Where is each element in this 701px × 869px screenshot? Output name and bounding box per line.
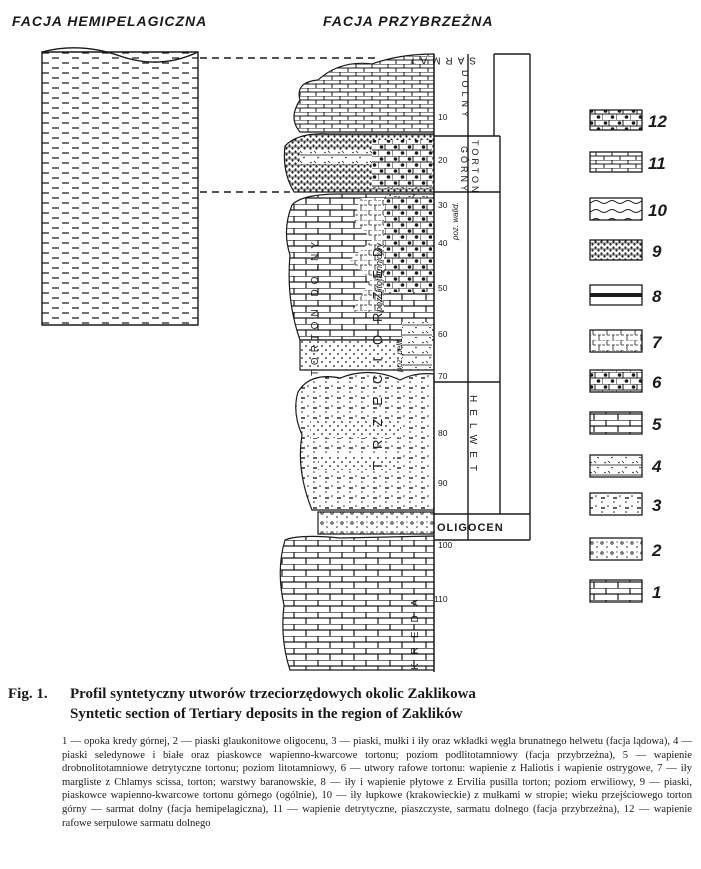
stratigraphy-labels: SARMAT DOLNY TORTON GÓRNY TORTON DOLNY p… xyxy=(310,55,504,671)
depth-tick: 50 xyxy=(438,283,448,293)
legend-number: 4 xyxy=(651,457,662,476)
label-poz-litotamniowy: poz. litotamniowy xyxy=(374,242,384,313)
label-poz-walid: poz. walid. xyxy=(451,202,460,241)
legend-swatch-6 xyxy=(589,369,643,393)
legend-number: 1 xyxy=(652,583,661,602)
depth-tick: 10 xyxy=(438,112,448,122)
legend-swatch-10 xyxy=(589,197,643,221)
legend-numbers: 12 11 10 9 8 7 6 5 4 3 2 1 xyxy=(648,112,667,602)
legend-swatch-7 xyxy=(589,329,643,353)
legend-number: 2 xyxy=(651,541,662,560)
depth-tick: 60 xyxy=(438,329,448,339)
label-kreda: KREDA xyxy=(410,591,421,670)
depth-tick: 20 xyxy=(438,155,448,165)
legend-swatch-3 xyxy=(589,492,643,516)
label-sarmat: SARMAT xyxy=(405,55,476,66)
legend-swatch-1 xyxy=(589,579,643,603)
figure-title-english: Syntetic section of Tertiary deposits in… xyxy=(70,706,463,722)
depth-tick: 110 xyxy=(434,594,448,604)
label-torton-dolny: TORTON DOLNY xyxy=(310,237,321,376)
depth-tick: 40 xyxy=(438,238,448,248)
stratigraphy-frame xyxy=(433,53,531,672)
figure-title-polish: Profil syntetyczny utworów trzeciorzędow… xyxy=(70,686,476,702)
label-torton-gorny: TORTON xyxy=(470,140,480,196)
depth-tick: 90 xyxy=(438,478,448,488)
label-oligocen: OLIGOCEN xyxy=(437,522,504,534)
hemipelagic-column xyxy=(41,47,199,326)
label-trzeciorzed: TRZECIORZĘD xyxy=(370,235,385,470)
figure-label: Fig. 1. xyxy=(8,686,48,702)
legend-swatch-11 xyxy=(589,151,643,173)
legend-number: 11 xyxy=(648,154,666,173)
coastal-column xyxy=(279,53,435,671)
heading-coastal: FACJA PRZYBRZEŻNA xyxy=(323,13,494,29)
label-gorny: GÓRNY xyxy=(459,146,469,194)
legend-swatch-12 xyxy=(589,109,643,131)
heading-hemipelagic: FACJA HEMIPELAGICZNA xyxy=(12,13,207,29)
legend-number: 8 xyxy=(652,287,662,306)
correlation-lines xyxy=(200,57,380,193)
legend-swatch-2 xyxy=(589,537,643,561)
legend-swatch-9 xyxy=(589,239,643,261)
legend-swatch-5 xyxy=(589,411,643,435)
legend-number: 5 xyxy=(652,415,662,434)
depth-tick: 70 xyxy=(438,371,448,381)
legend-number: 10 xyxy=(648,201,667,220)
label-poz-pelit: poz. pelit. xyxy=(395,338,404,373)
legend-number: 9 xyxy=(652,242,662,261)
depth-tick: 100 xyxy=(438,540,452,550)
legend-swatch-4 xyxy=(589,454,643,478)
depth-tick: 30 xyxy=(438,200,448,210)
label-helwet: HELWET xyxy=(467,395,478,478)
label-dolny-sarmat: DOLNY xyxy=(460,70,470,121)
depth-scale: 10 20 30 40 50 60 70 80 90 100 110 xyxy=(434,112,452,604)
geological-section-figure: FACJA HEMIPELAGICZNA FACJA PRZYBRZEŻNA xyxy=(12,13,667,672)
depth-tick: 80 xyxy=(438,428,448,438)
legend-number: 3 xyxy=(652,496,662,515)
legend-number: 7 xyxy=(652,333,663,352)
legend-number: 12 xyxy=(648,112,667,131)
legend xyxy=(589,109,643,603)
legend-description: 1 — opoka kredy górnej, 2 — piaski glauk… xyxy=(62,736,692,829)
legend-number: 6 xyxy=(652,373,662,392)
